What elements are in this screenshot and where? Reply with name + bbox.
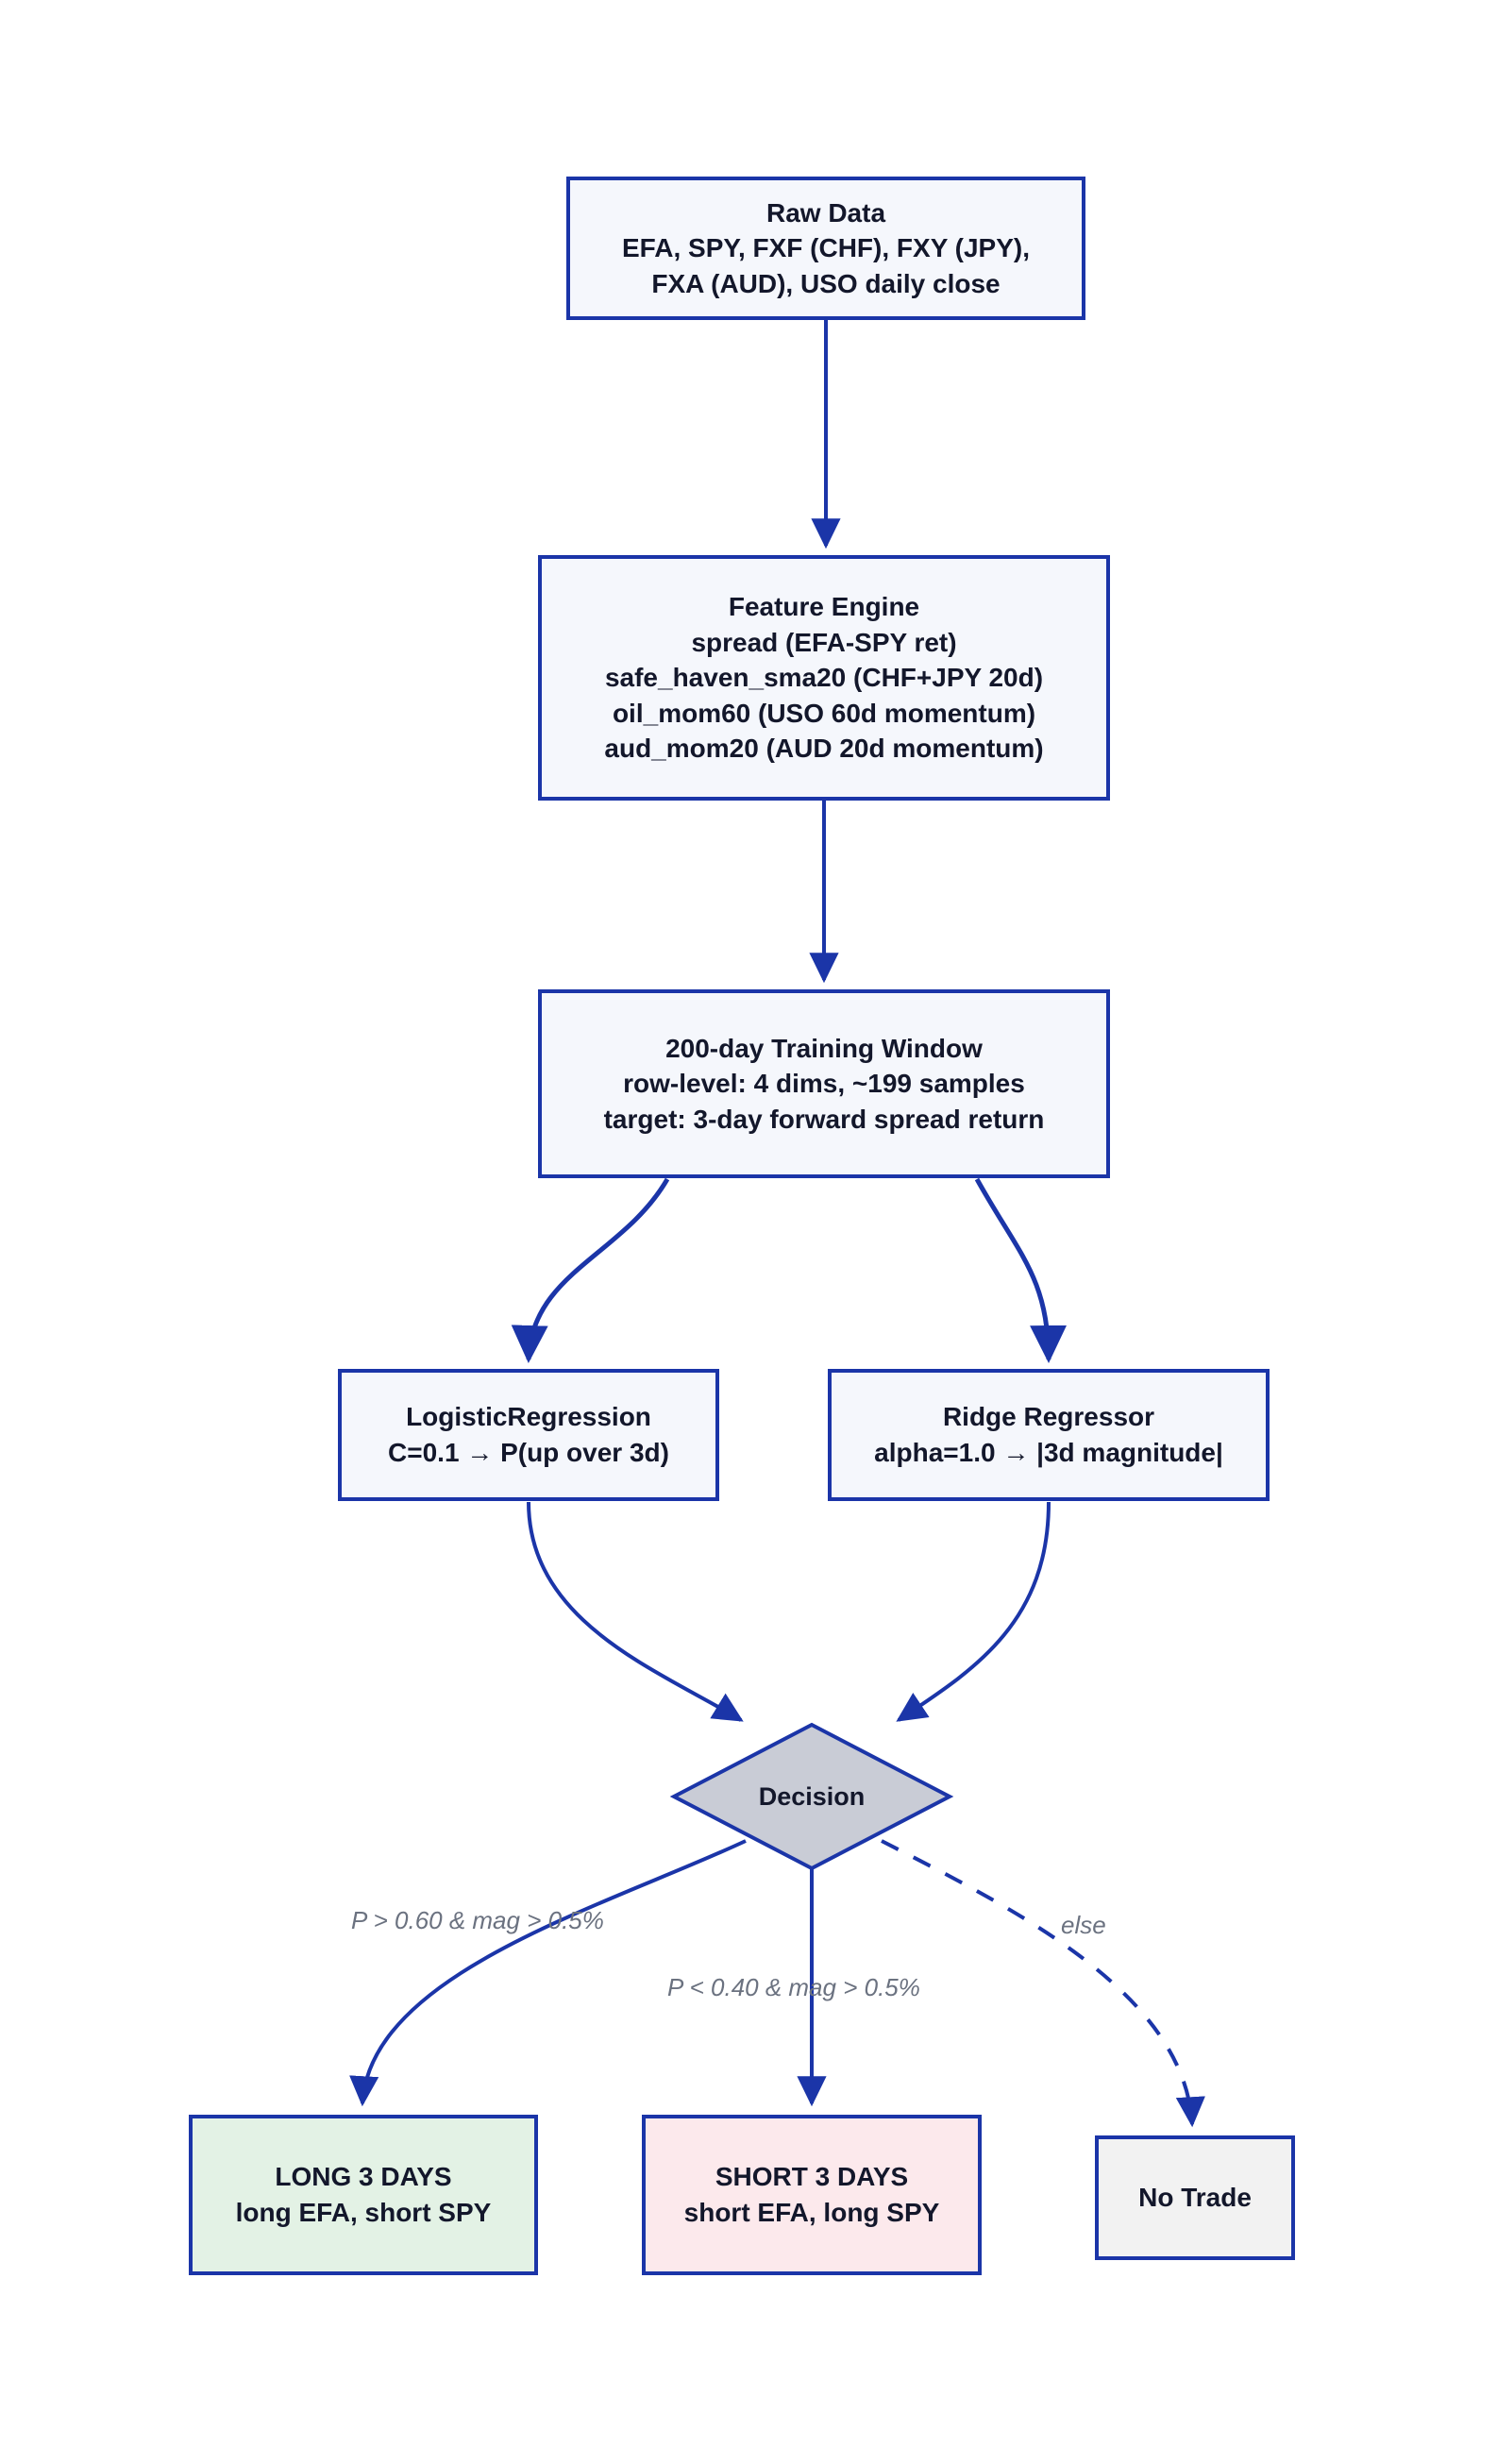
node-logistic-regression[interactable]: LogisticRegression C=0.1 → P(up over 3d) (338, 1369, 719, 1501)
node-no-trade[interactable]: No Trade (1095, 2135, 1295, 2260)
raw-data-line-0: Raw Data (765, 197, 886, 228)
edge-label-to-long: P > 0.60 & mag > 0.5% (351, 1906, 604, 1934)
node-training-window[interactable]: 200-day Training Window row-level: 4 dim… (538, 989, 1110, 1178)
edge-label-to-short: P < 0.40 & mag > 0.5% (667, 1973, 920, 2001)
node-ridge-regressor[interactable]: Ridge Regressor alpha=1.0 → |3d magnitud… (828, 1369, 1270, 1501)
short-trade-line-0: SHORT 3 DAYS (715, 2162, 909, 2192)
node-long-trade[interactable]: LONG 3 DAYS long EFA, short SPY (189, 2115, 538, 2275)
no-trade-line-0: No Trade (1138, 2183, 1252, 2213)
edge-ridge-to-decision (896, 1501, 1051, 1722)
long-trade-line-1: long EFA, short SPY (235, 2198, 492, 2227)
raw-data-line-2: FXA (AUD), USO daily close (651, 268, 1001, 298)
feature-engine-line-3: oil_mom60 (USO 60d momentum) (612, 698, 1036, 728)
edge-label-to-no-trade: else (1061, 1911, 1106, 1939)
feature-engine-line-1: spread (EFA-SPY ret) (691, 627, 957, 657)
edge-training-to-logistic (511, 1177, 670, 1363)
edge-decision-to-long (349, 1839, 747, 2107)
logistic-regression-line-0: LogisticRegression (406, 1402, 651, 1432)
ridge-regressor-line-0: Ridge Regressor (942, 1402, 1155, 1432)
node-short-trade[interactable]: SHORT 3 DAYS short EFA, long SPY (642, 2115, 982, 2275)
feature-engine-line-0: Feature Engine (728, 592, 920, 622)
node-decision[interactable]: Decision (674, 1725, 950, 1868)
feature-engine-line-4: aud_mom20 (AUD 20d momentum) (604, 734, 1044, 764)
ridge-regressor-line-1: alpha=1.0 → |3d magnitude| (874, 1438, 1223, 1467)
edge-training-to-ridge (974, 1177, 1068, 1363)
edge-decision-to-no-trade (881, 1839, 1205, 2128)
raw-data-line-1: EFA, SPY, FXF (CHF), FXY (JPY), (622, 233, 1030, 263)
logistic-regression-line-1: C=0.1 → P(up over 3d) (388, 1438, 669, 1467)
decision-label: Decision (758, 1781, 866, 1811)
training-window-line-1: row-level: 4 dims, ~199 samples (623, 1069, 1025, 1099)
training-window-line-2: target: 3-day forward spread return (603, 1104, 1045, 1134)
long-trade-line-0: LONG 3 DAYS (275, 2162, 452, 2192)
node-feature-engine[interactable]: Feature Engine spread (EFA-SPY ret) safe… (538, 555, 1110, 801)
short-trade-line-1: short EFA, long SPY (683, 2198, 940, 2227)
edge-logistic-to-decision (527, 1501, 744, 1722)
node-raw-data[interactable]: Raw Data EFA, SPY, FXF (CHF), FXY (JPY),… (566, 177, 1085, 320)
training-window-line-0: 200-day Training Window (665, 1033, 983, 1063)
feature-engine-line-2: safe_haven_sma20 (CHF+JPY 20d) (604, 663, 1044, 693)
